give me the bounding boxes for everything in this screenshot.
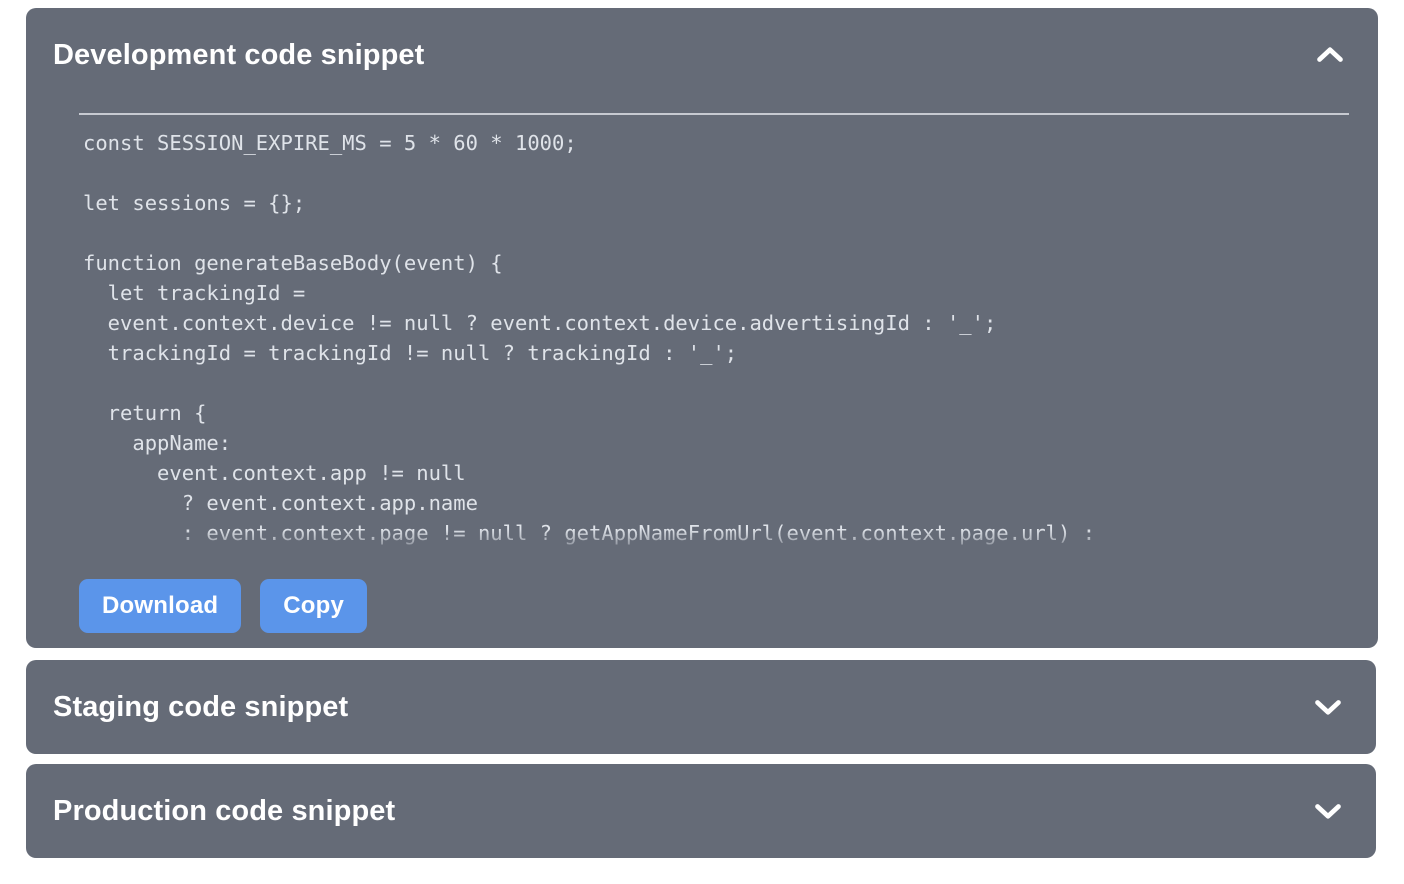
code-actions: Download Copy: [79, 579, 368, 633]
page-title: Development code snippet: [53, 38, 425, 71]
chevron-down-icon[interactable]: [1310, 793, 1346, 829]
accordion-panel-production: Production code snippet: [26, 764, 1376, 858]
chevron-up-icon[interactable]: [1312, 37, 1348, 73]
chevron-down-icon[interactable]: [1310, 689, 1346, 725]
accordion-header-staging[interactable]: Staging code snippet: [26, 660, 1376, 754]
code-snippet-development: const SESSION_EXPIRE_MS = 5 * 60 * 1000;…: [83, 131, 1096, 545]
code-viewport: const SESSION_EXPIRE_MS = 5 * 60 * 1000;…: [26, 128, 1378, 555]
accordion-header-production[interactable]: Production code snippet: [26, 764, 1376, 858]
accordion-panel-development: Development code snippet const SESSION_E…: [26, 8, 1378, 648]
accordion-panel-staging: Staging code snippet: [26, 660, 1376, 754]
header-divider: [79, 113, 1349, 115]
code-scroll-area[interactable]: const SESSION_EXPIRE_MS = 5 * 60 * 1000;…: [26, 128, 1378, 555]
download-button[interactable]: Download: [79, 579, 242, 633]
copy-button[interactable]: Copy: [260, 579, 368, 633]
accordion-header-development[interactable]: Development code snippet: [26, 8, 1378, 102]
panel-title-production: Production code snippet: [53, 794, 396, 827]
panel-title-staging: Staging code snippet: [53, 690, 349, 723]
